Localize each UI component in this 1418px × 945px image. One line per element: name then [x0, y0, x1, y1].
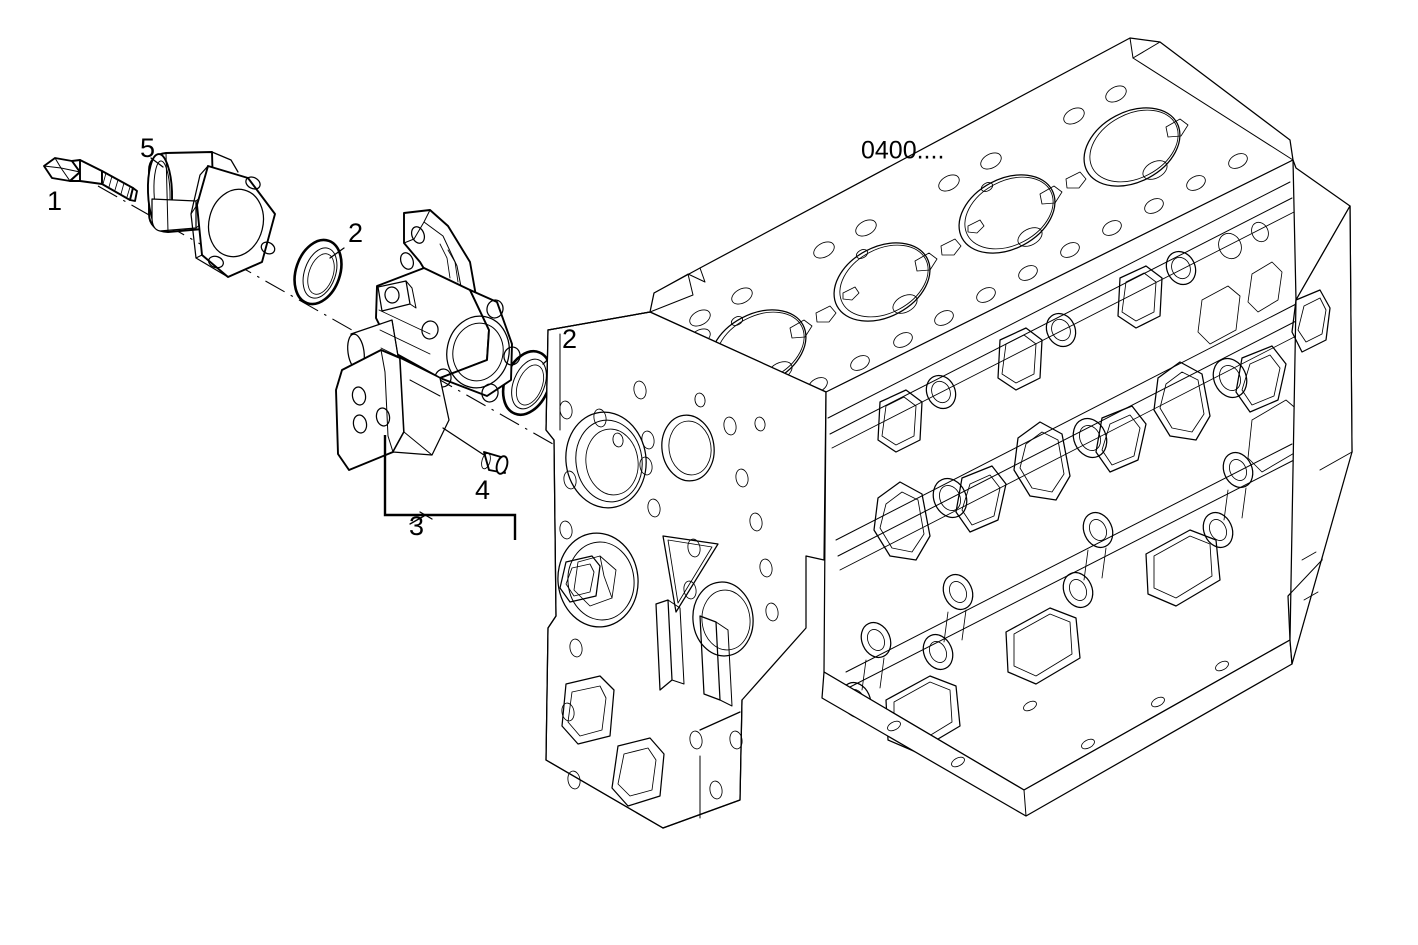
callout-5: 5	[140, 133, 155, 163]
callout-4: 4	[475, 475, 490, 505]
callout-3: 3	[409, 511, 424, 541]
side-pockets	[885, 529, 1221, 753]
part-bolt	[43, 157, 138, 202]
cylinder-block	[546, 38, 1353, 829]
side-bosses-lower	[840, 451, 1254, 719]
head-bolt-holes-rear	[808, 153, 1248, 393]
part-flange-housing	[146, 151, 276, 278]
part-dowel-pin	[481, 451, 509, 475]
side-rails	[827, 181, 1305, 689]
callout-1: 1	[47, 186, 62, 216]
part-o-ring-upper	[293, 238, 343, 306]
pan-rail-holes	[887, 660, 1229, 768]
front-face-holes	[559, 380, 779, 800]
bolt-threads	[102, 172, 131, 198]
callout-2-upper: 2	[348, 218, 363, 248]
reference-label: 0400....	[861, 137, 944, 165]
text-labels: 0400.... 1 5 2 2 4 3	[47, 133, 944, 541]
deck-ports	[717, 118, 1189, 381]
side-bosses-upper	[878, 220, 1269, 453]
callout-2-lower: 2	[562, 324, 577, 354]
part-pump-body	[335, 209, 521, 471]
side-bosses-middle	[873, 345, 1287, 561]
